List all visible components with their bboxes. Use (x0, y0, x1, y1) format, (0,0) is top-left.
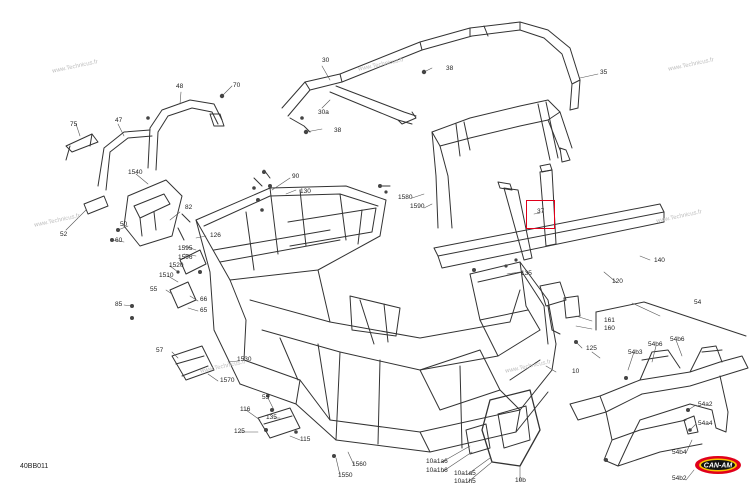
part-label[interactable]: 54b6 (648, 341, 663, 348)
part-label[interactable]: 1540 (128, 169, 143, 176)
part-label[interactable]: 60 (115, 237, 123, 244)
roof-cage-art (281, 21, 581, 229)
part-label[interactable]: 161 (604, 317, 615, 324)
part-label[interactable]: 55 (262, 394, 270, 401)
part-label[interactable]: 10a1a6 (426, 458, 448, 465)
part-label[interactable]: 135 (266, 414, 277, 421)
part-label[interactable]: 1550 (338, 472, 353, 479)
fasteners (110, 69, 692, 462)
part-label[interactable]: 30a (318, 109, 329, 116)
part-label[interactable]: 10a1a5 (454, 470, 476, 477)
part-label[interactable]: 1590 (410, 203, 425, 210)
part-label[interactable]: 1560 (352, 461, 367, 468)
part-label[interactable]: 1580 (398, 194, 413, 201)
part-label[interactable]: 54a2 (698, 401, 713, 408)
part-label[interactable]: 1596 (178, 254, 193, 261)
part-label[interactable]: 54a4 (698, 420, 713, 427)
part-label[interactable]: 126 (210, 232, 221, 239)
main-frame-art (195, 169, 665, 467)
part-label[interactable]: 66 (200, 296, 208, 303)
part-label[interactable]: 54b2 (672, 475, 687, 482)
part-label[interactable]: 1520 (169, 262, 184, 269)
part-label[interactable]: 38 (334, 127, 342, 134)
rear-bumper-art (569, 301, 749, 467)
part-label[interactable]: 55 (150, 286, 158, 293)
diagram-id: 40BB011 (20, 463, 49, 470)
part-label[interactable]: 48 (176, 83, 184, 90)
part-label[interactable]: 54b6 (670, 336, 685, 343)
part-label[interactable]: 75 (70, 121, 78, 128)
part-label[interactable]: 30 (322, 57, 330, 64)
part-label[interactable]: 54b4 (672, 449, 687, 456)
highlight-box (526, 200, 555, 229)
part-label[interactable]: 1570 (220, 377, 235, 384)
part-label[interactable]: 70 (233, 82, 241, 89)
part-label[interactable]: 130 (300, 188, 311, 195)
part-label[interactable]: 90 (292, 173, 300, 180)
part-label[interactable]: 85 (115, 301, 123, 308)
part-label[interactable]: 47 (115, 117, 123, 124)
part-label[interactable]: 140 (654, 257, 665, 264)
svg-text:CAN-AM: CAN-AM (704, 463, 733, 470)
part-label[interactable]: 10 (572, 368, 580, 375)
part-label[interactable]: 135 (521, 270, 532, 277)
part-label[interactable]: 35 (600, 69, 608, 76)
part-label[interactable]: 1530 (237, 356, 252, 363)
front-bars-art (97, 99, 225, 191)
part-label[interactable]: 120 (612, 278, 623, 285)
part-label[interactable]: 54b3 (628, 349, 643, 356)
part-label[interactable]: 125 (586, 345, 597, 352)
part-label[interactable]: 57 (156, 347, 164, 354)
part-label[interactable]: 38 (446, 65, 454, 72)
part-label[interactable]: 37 (537, 208, 545, 215)
part-label[interactable]: 50 (120, 221, 128, 228)
brand-logo: CAN-AM (695, 456, 741, 474)
part-label[interactable]: 1510 (159, 272, 174, 279)
part-label[interactable]: 10b (515, 477, 526, 484)
left-brackets-art (65, 133, 301, 439)
part-label[interactable]: 116 (240, 406, 251, 413)
part-label[interactable]: 1595 (178, 245, 193, 252)
part-label[interactable]: 52 (60, 231, 68, 238)
part-label[interactable]: 125 (234, 428, 245, 435)
part-label[interactable]: 10a1h6 (426, 467, 448, 474)
part-label[interactable]: 65 (200, 307, 208, 314)
part-label[interactable]: 54 (694, 299, 702, 306)
part-label[interactable]: 10a1h5 (454, 478, 476, 485)
part-label[interactable]: 115 (300, 436, 311, 443)
part-label[interactable]: 82 (185, 204, 193, 211)
part-label[interactable]: 160 (604, 325, 615, 332)
